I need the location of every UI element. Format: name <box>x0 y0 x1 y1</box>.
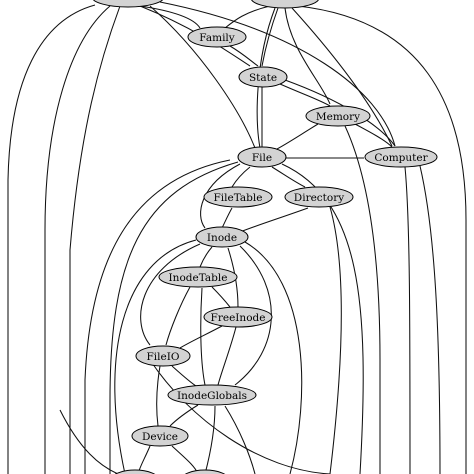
node-inodetable: InodeTable <box>158 266 238 288</box>
edge-inodetable-fileio <box>165 286 191 346</box>
edge <box>297 5 467 474</box>
graph-nodes: Family State Memory Computer File FileTa… <box>131 26 438 447</box>
edge-fileio-inodeglobals <box>171 365 197 387</box>
edge-filetable-inode <box>221 207 233 229</box>
node-filetable: FileTable <box>203 186 273 208</box>
edge <box>149 5 256 149</box>
edge <box>244 241 303 474</box>
clipped-node-left <box>92 0 164 8</box>
node-label-device: Device <box>142 431 178 443</box>
node-label-freeinode: FreeInode <box>211 312 266 324</box>
edge <box>224 5 271 29</box>
edge <box>344 125 381 474</box>
edge <box>7 4 96 474</box>
edge <box>171 445 199 474</box>
edge <box>419 165 441 474</box>
edge-memory-file <box>274 123 319 151</box>
edge-inode-inodetable <box>199 246 213 268</box>
edge-file-directory <box>271 166 306 188</box>
edge <box>59 409 119 474</box>
edge <box>204 405 216 474</box>
edge-file-inode <box>200 163 241 229</box>
edge <box>291 7 393 147</box>
node-computer: Computer <box>364 146 438 168</box>
node-label-inode: Inode <box>207 232 237 244</box>
node-label-file: File <box>252 152 272 164</box>
edge-directory-inode <box>239 207 309 233</box>
node-family: Family <box>187 26 247 48</box>
node-label-memory: Memory <box>316 111 360 123</box>
node-label-inodetable: InodeTable <box>169 272 228 284</box>
edge <box>281 163 364 474</box>
node-directory: Directory <box>284 186 354 208</box>
edge <box>114 239 197 474</box>
node-file: File <box>237 146 287 168</box>
edge-inode-fileio <box>140 243 201 346</box>
node-label-inodeglobals: InodeGlobals <box>177 390 247 402</box>
edge-family-state <box>229 45 259 67</box>
edge <box>159 1 396 147</box>
edge-freeinode-fileio <box>179 325 223 349</box>
edge <box>329 206 342 474</box>
clipped-node-bottom-middle <box>184 469 226 474</box>
edge-file-filetable <box>231 166 251 188</box>
edge-freeinode-inodeglobals <box>217 326 237 386</box>
node-label-state: State <box>249 72 277 84</box>
node-fileio: FileIO <box>135 345 191 367</box>
edge-fileio-device <box>156 365 161 427</box>
edge <box>69 5 121 474</box>
edge-state-memory <box>279 83 331 107</box>
edge <box>84 159 231 474</box>
edge <box>261 7 279 67</box>
node-device: Device <box>131 425 189 447</box>
clipped-node-right <box>251 0 319 9</box>
edge <box>224 405 256 474</box>
node-inodeglobals: InodeGlobals <box>167 384 257 406</box>
node-state: State <box>238 66 288 88</box>
edge-memory-computer <box>354 123 393 148</box>
node-label-fileio: FileIO <box>147 351 180 363</box>
node-memory: Memory <box>305 105 371 127</box>
clipped-node-bottom-left <box>114 469 156 474</box>
node-label-computer: Computer <box>374 152 428 164</box>
edge <box>44 5 111 474</box>
node-inode: Inode <box>195 226 249 248</box>
edge <box>284 7 331 105</box>
node-label-family: Family <box>199 32 235 44</box>
edge <box>109 161 239 474</box>
node-freeinode: FreeInode <box>203 306 273 328</box>
edge-inodetable-inodeglobals <box>200 287 206 386</box>
edge-inodetable-freeinode <box>211 286 231 308</box>
edge-inodeglobals-device <box>169 404 199 427</box>
edge <box>149 359 331 474</box>
edge <box>404 166 411 474</box>
node-label-filetable: FileTable <box>214 192 263 204</box>
edge <box>139 5 201 29</box>
node-label-directory: Directory <box>294 192 344 204</box>
